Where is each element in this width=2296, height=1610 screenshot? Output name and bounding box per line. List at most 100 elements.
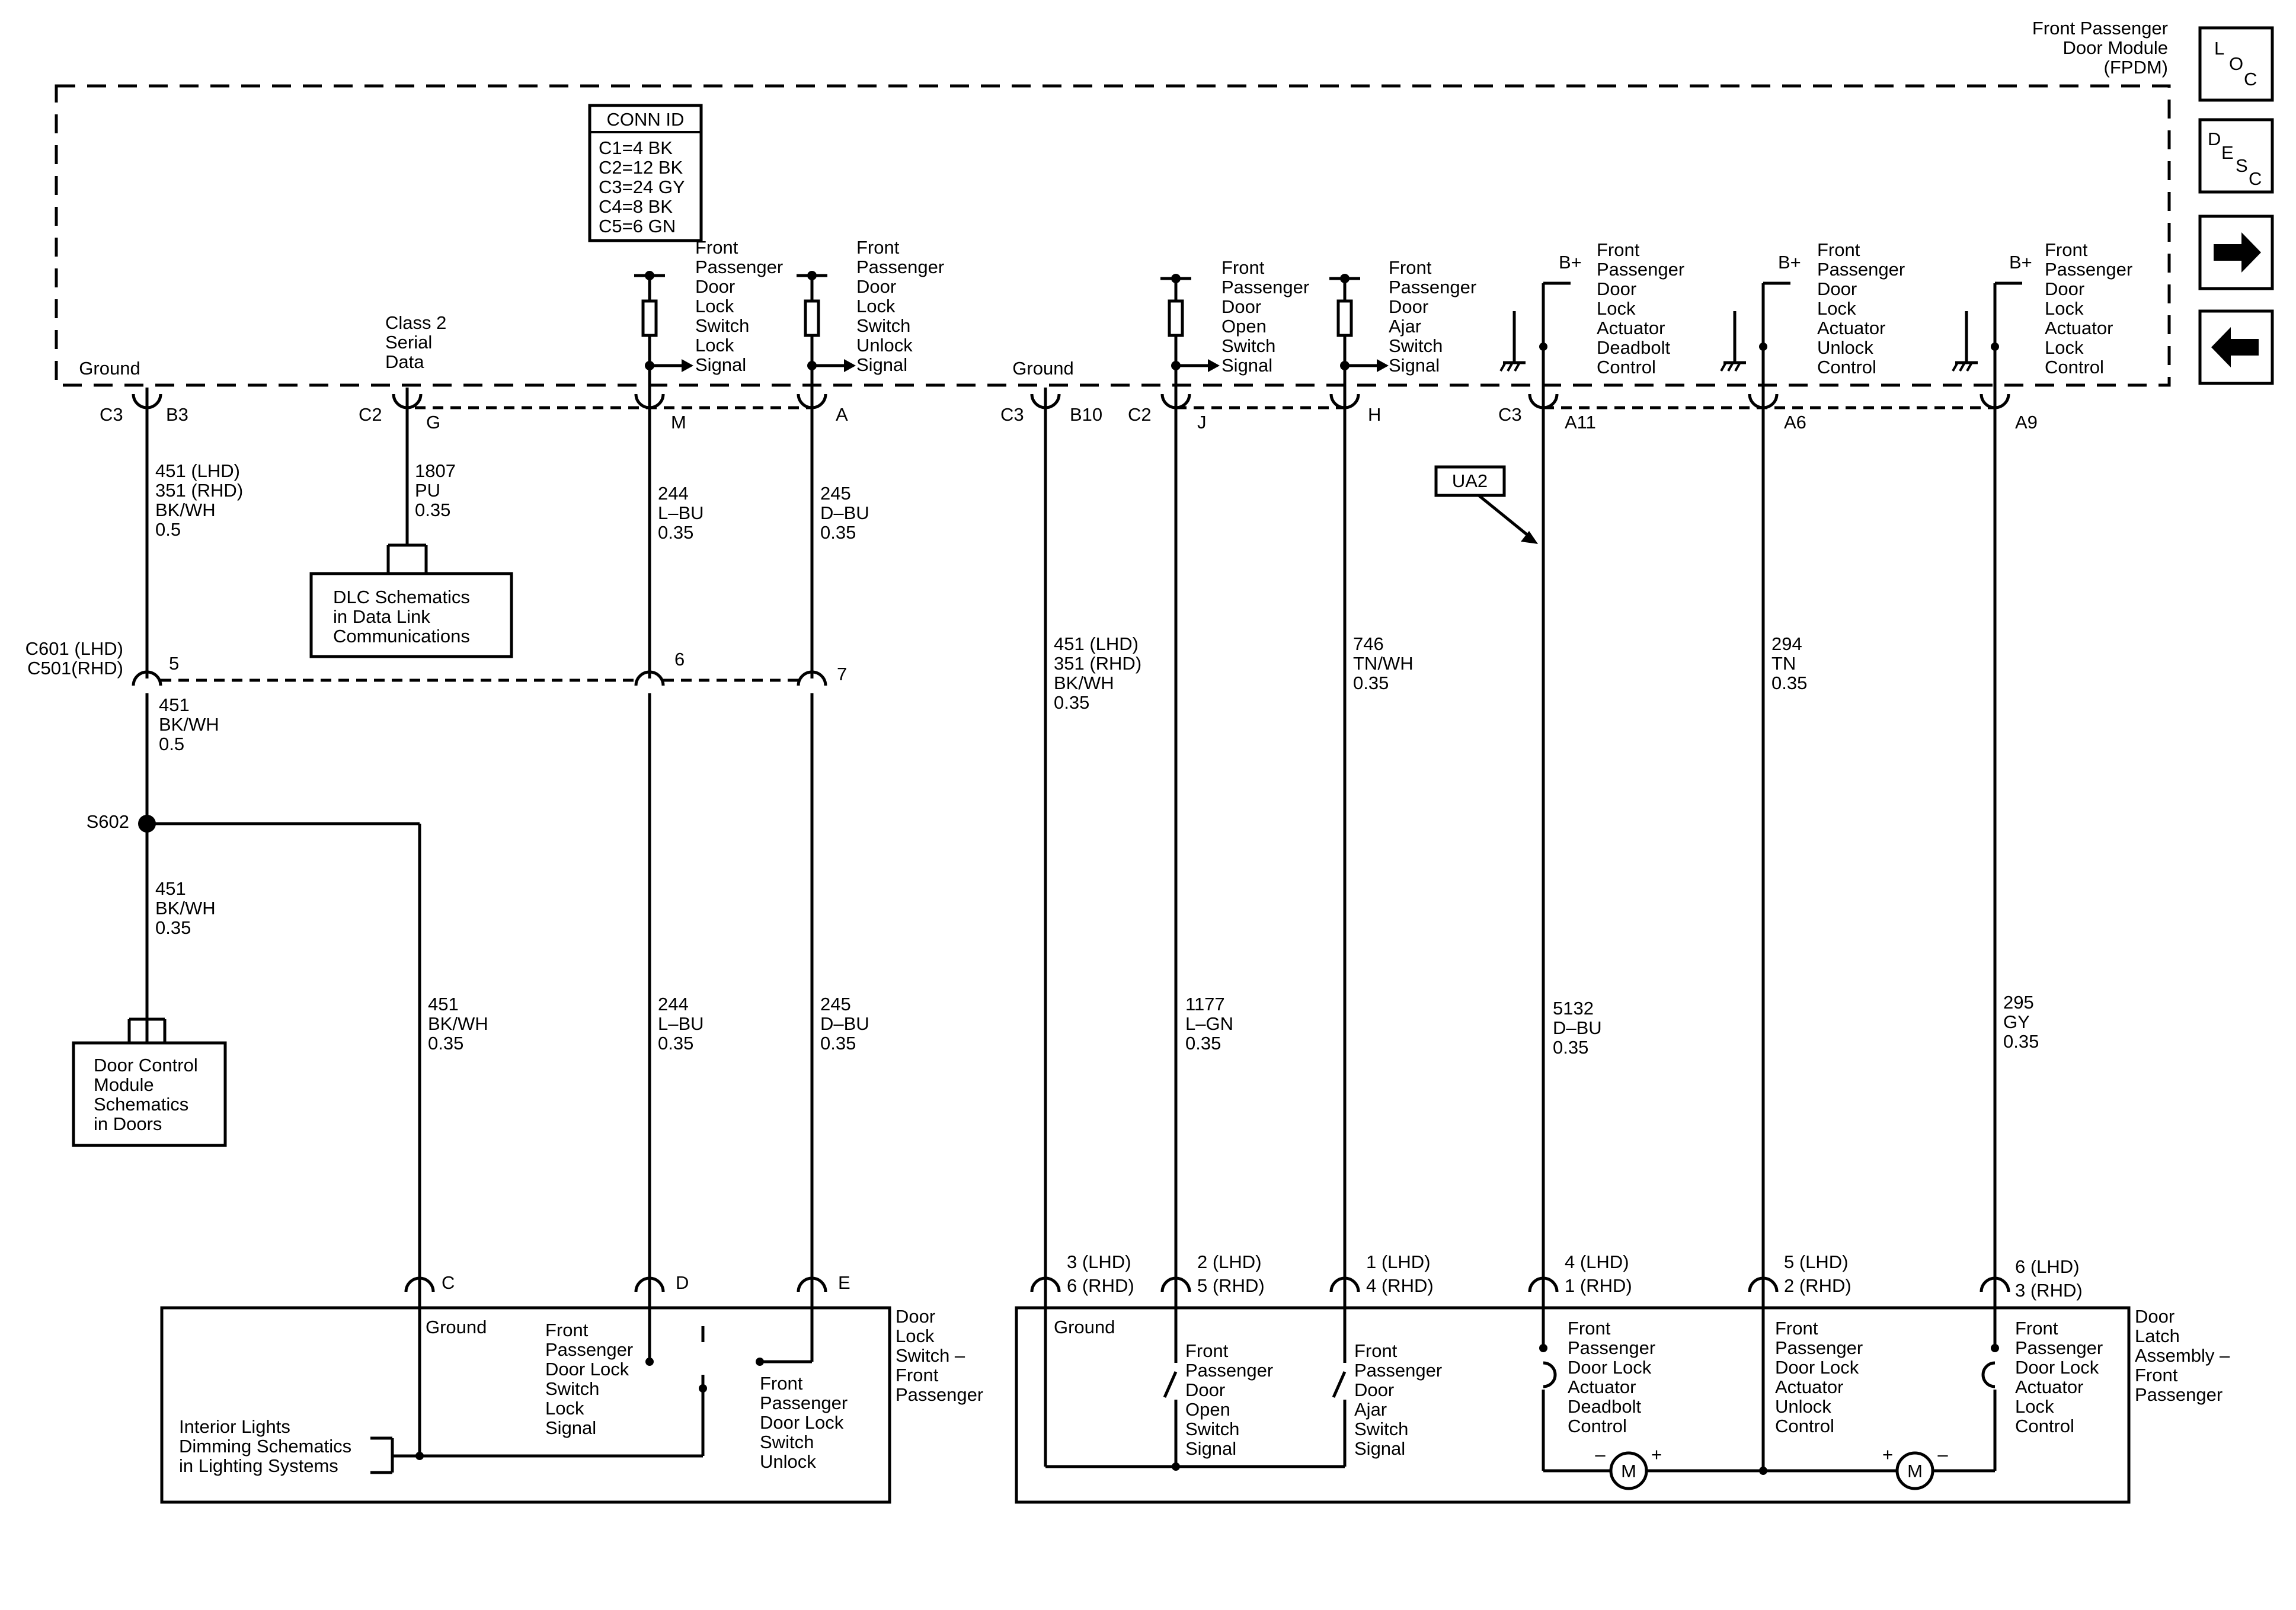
label-line: 451 — [428, 994, 459, 1014]
label-line: 451 — [155, 878, 186, 899]
label-line: BK/WH — [155, 898, 216, 918]
label-line: 6 (LHD) — [2015, 1256, 2080, 1277]
label-line: 0.35 — [820, 1033, 856, 1054]
loc-button[interactable]: L O C — [2198, 26, 2274, 102]
label-line: Door Module — [2063, 37, 2168, 58]
motor-icon: M – + — [1595, 1444, 1662, 1490]
pin-label: G — [426, 412, 440, 433]
label-line: Signal — [545, 1417, 596, 1438]
label-line: Front — [1597, 239, 1640, 260]
label-line: Door — [1389, 296, 1428, 317]
label-line: 4 (RHD) — [1366, 1275, 1434, 1296]
label-line: Actuator — [1817, 318, 1885, 338]
label-line: Control — [1775, 1416, 1834, 1436]
label-line: Unlock — [856, 335, 913, 356]
label-line: Lock — [896, 1326, 935, 1346]
label-line: 5132 — [1553, 998, 1594, 1019]
label-line: 0.35 — [415, 500, 450, 520]
label-line: Actuator — [2015, 1377, 2083, 1397]
label-line: Unlock — [1775, 1396, 1831, 1417]
internal-ajar-signal — [1329, 274, 1389, 404]
label-line: Lock — [2045, 337, 2084, 358]
label-line: TN/WH — [1353, 653, 1414, 674]
label-line: C3=24 GY — [599, 177, 685, 197]
label-line: Front — [856, 237, 900, 258]
ground-label: Ground — [1054, 1317, 1115, 1337]
label-line: Control — [1597, 357, 1656, 377]
label-line: Ajar — [1354, 1399, 1387, 1420]
label-line: 0.35 — [1054, 692, 1089, 713]
splice-s602 — [138, 815, 156, 833]
pin-label: C — [442, 1272, 455, 1293]
previous-page-button[interactable] — [2198, 309, 2274, 385]
label-line: Control — [1568, 1416, 1627, 1436]
label-line: Front — [1817, 239, 1860, 260]
label-line: Control — [2045, 357, 2104, 377]
label-line: 0.35 — [2003, 1031, 2039, 1052]
label-line: 294 — [1771, 633, 1802, 654]
label-line: Deadbolt — [1568, 1396, 1641, 1417]
dcm-reference[interactable] — [72, 1041, 227, 1147]
label-line: Door — [1354, 1379, 1394, 1400]
label-line: Door Lock — [1568, 1357, 1652, 1378]
loc-letter: O — [2229, 53, 2243, 74]
label-line: Serial — [385, 332, 432, 353]
label-line: 5 (RHD) — [1197, 1275, 1265, 1296]
label-line: 0.35 — [820, 522, 856, 543]
dlc-reference[interactable] — [309, 572, 513, 658]
loc-letter: C — [2244, 69, 2257, 89]
label-line: Signal — [1185, 1438, 1236, 1459]
ground-label: Ground — [79, 358, 140, 379]
arrow-left-icon — [2211, 327, 2259, 367]
label-line: Passenger — [896, 1384, 983, 1405]
label-line: Front — [2135, 1365, 2178, 1385]
label-line: 351 (RHD) — [155, 480, 243, 501]
label-line: Door — [1597, 279, 1636, 299]
label-line: 0.35 — [658, 522, 693, 543]
next-page-button[interactable] — [2198, 215, 2274, 290]
label-line: C2=12 BK — [599, 157, 683, 178]
motor-label: M — [1621, 1461, 1636, 1481]
label-line: Schematics — [94, 1094, 188, 1115]
label-line: D–BU — [820, 1013, 869, 1034]
label-line: Door Lock — [2015, 1357, 2099, 1378]
label-line: GY — [2003, 1012, 2030, 1032]
arrow-right-icon — [2214, 232, 2261, 273]
label-line: 0.35 — [428, 1033, 463, 1054]
ground-label: Ground — [1012, 358, 1073, 379]
label-line: in Doors — [94, 1113, 162, 1134]
label-line: 244 — [658, 483, 689, 504]
label-line: Door — [856, 276, 896, 297]
label-line: 1 (RHD) — [1565, 1275, 1632, 1296]
pin-label: A — [836, 404, 848, 425]
desc-button[interactable]: D E S C — [2198, 118, 2274, 194]
pin-label: J — [1197, 412, 1207, 433]
label-line: Front — [695, 237, 738, 258]
wire-runs — [145, 408, 1997, 1292]
label-line: Door Lock — [1775, 1357, 1859, 1378]
label-line: Door Lock — [760, 1412, 844, 1433]
label-line: C1=4 BK — [599, 137, 673, 158]
ua2-label: UA2 — [1452, 470, 1488, 491]
label-line: 746 — [1353, 633, 1384, 654]
label-line: Switch — [760, 1432, 814, 1452]
label-line: 451 (LHD) — [155, 460, 240, 481]
label-line: Front — [1221, 257, 1265, 278]
label-line: Door — [896, 1306, 935, 1327]
conn-id-header: CONN ID — [607, 109, 685, 130]
